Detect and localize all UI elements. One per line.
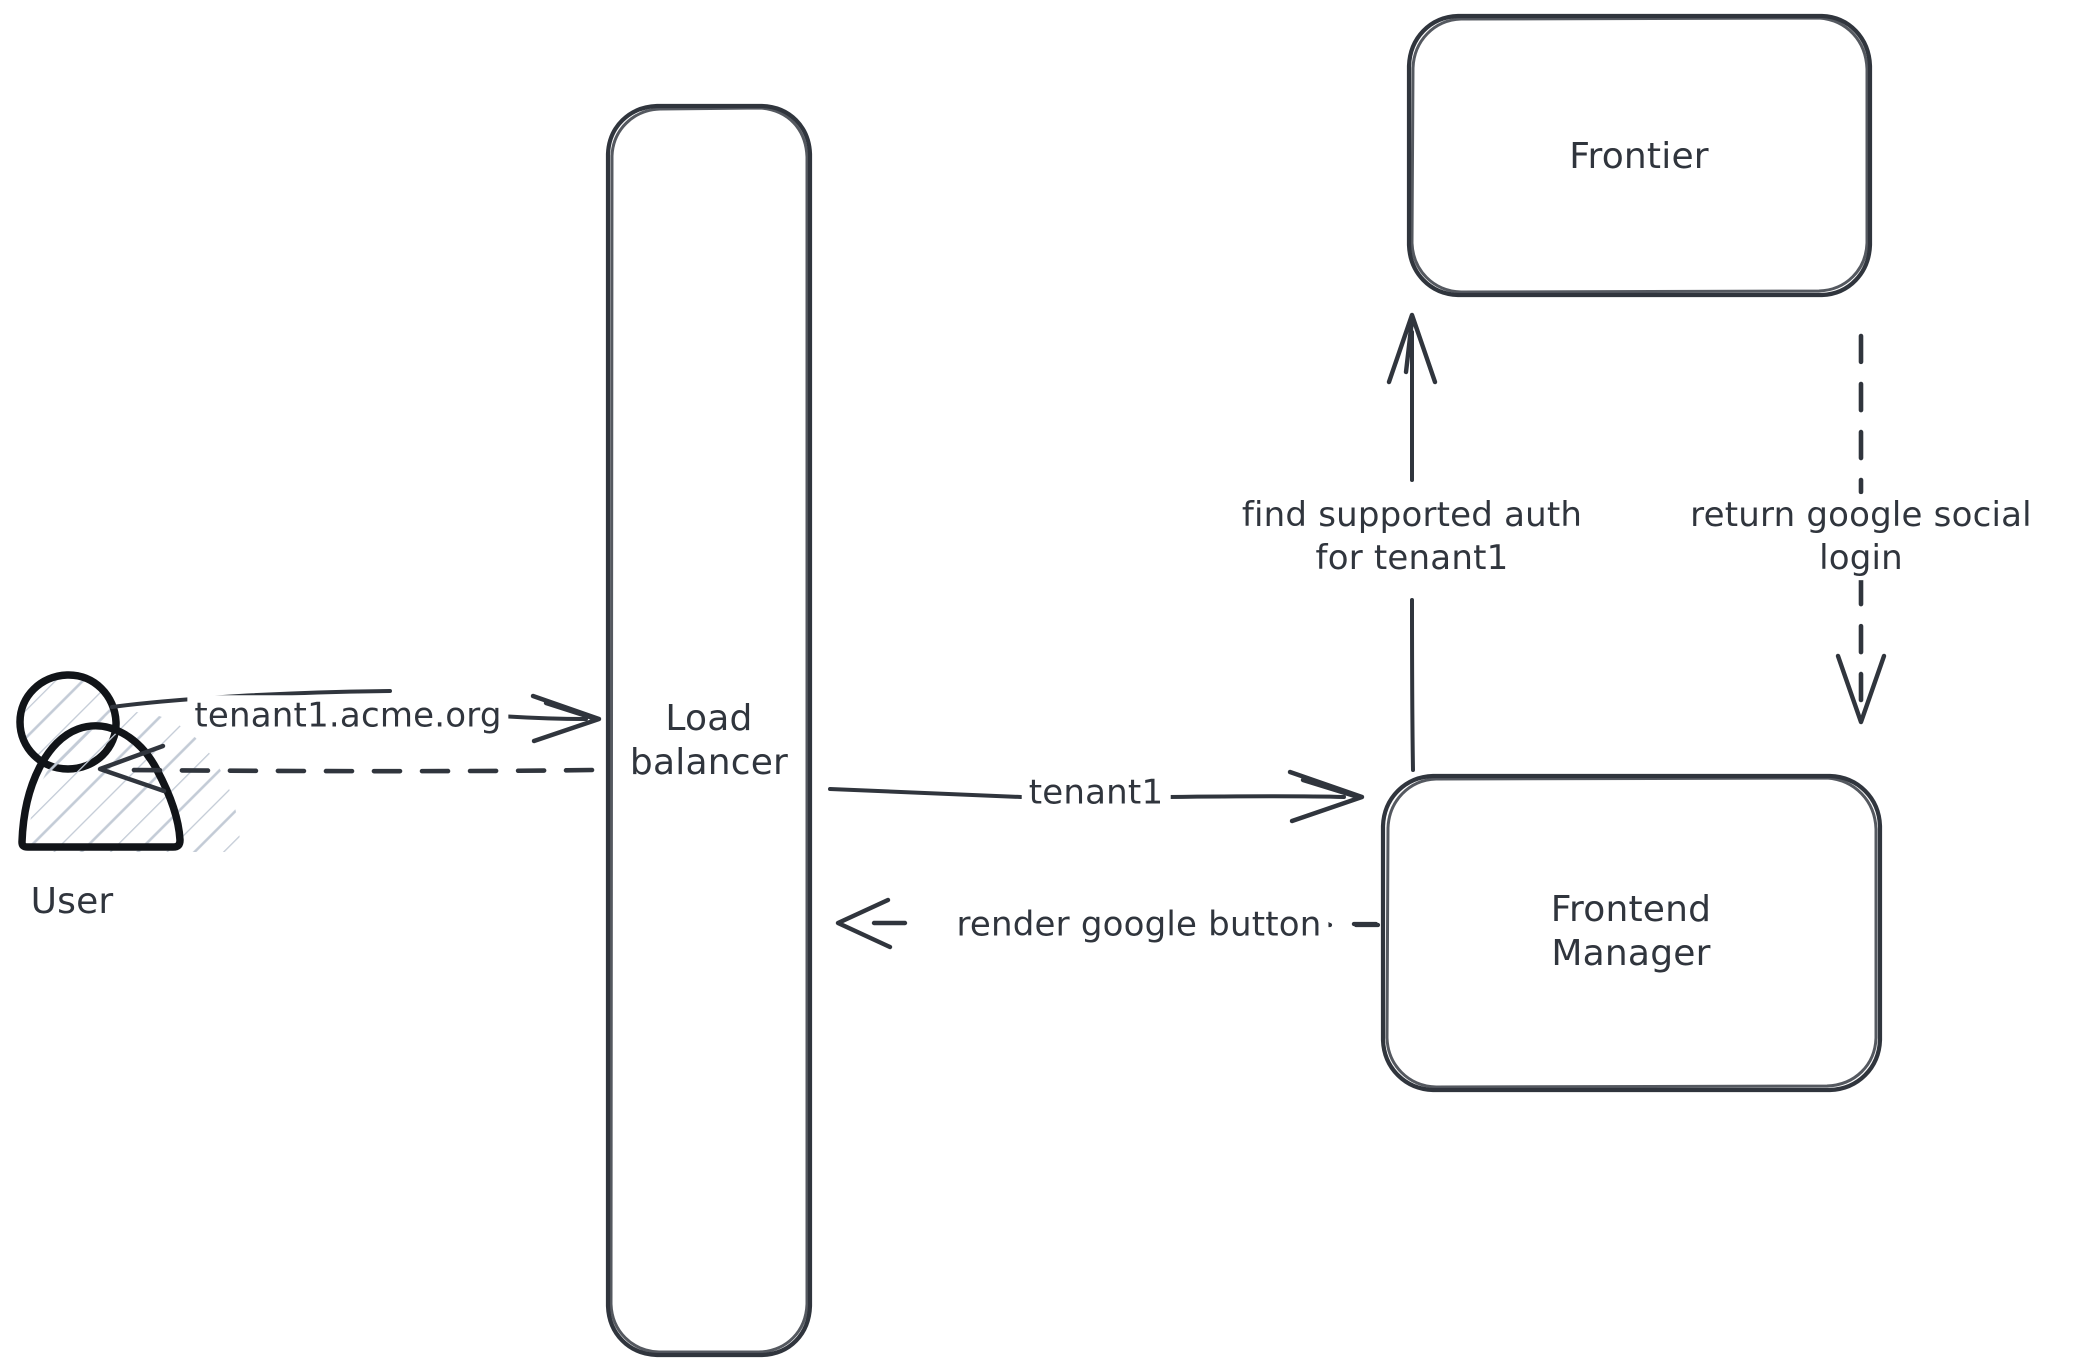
frontend-manager-label-line2: Manager (1551, 933, 1711, 974)
load-balancer-label-line2: balancer (629, 742, 789, 783)
user-actor-label: User (30, 881, 114, 922)
edge-label-tenant1: tenant1 (1021, 772, 1171, 814)
edge-label-find-supported-auth-line2: for tenant1 (1315, 538, 1509, 578)
frontier-label: Frontier (1569, 136, 1709, 178)
edge-label-return-google-social-login-line2: login (1819, 538, 1903, 578)
frontend-manager-node[interactable] (1380, 773, 1883, 1093)
frontend-manager-label-line1: Frontend (1550, 889, 1712, 931)
load-balancer-label-line1: Load (665, 698, 753, 740)
edge-load-balancer-to-frontend-manager (828, 769, 1365, 824)
edge-frontend-manager-to-frontier (1386, 312, 1438, 772)
edge-load-balancer-to-user (97, 743, 595, 794)
edge-frontier-to-frontend-manager (1835, 333, 1887, 725)
edge-label-return-google-social-login-line1: return google social (1690, 495, 2032, 536)
frontier-node[interactable] (1406, 13, 1873, 298)
edge-label-find-supported-auth-line1: find supported auth (1241, 495, 1583, 536)
load-balancer-node[interactable] (605, 103, 813, 1358)
edge-label-tenant1-acme-org: tenant1.acme.org (187, 695, 509, 737)
edge-label-render-google-button: render google button (949, 904, 1329, 946)
